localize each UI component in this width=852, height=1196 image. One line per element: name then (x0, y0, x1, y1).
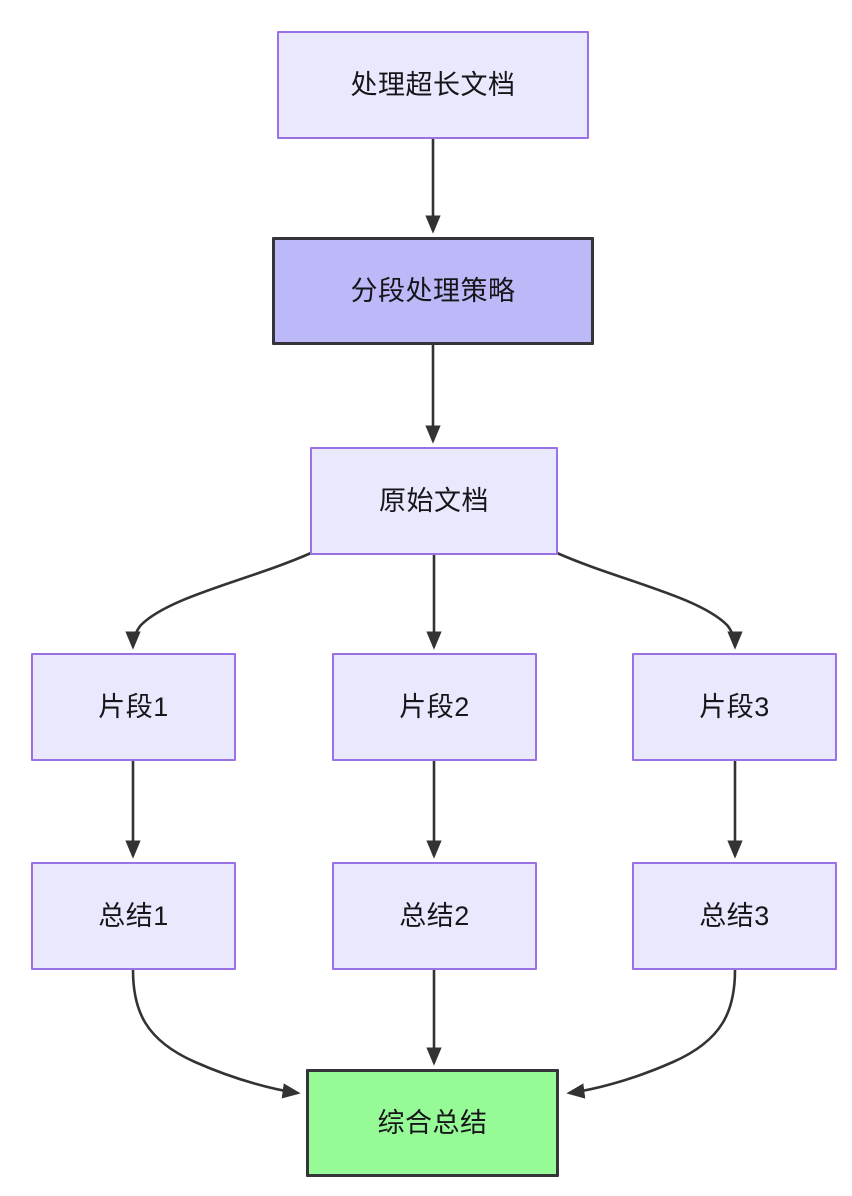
node-chunking-strategy[interactable]: 分段处理策略 (272, 237, 594, 345)
node-summary-1[interactable]: 总结1 (31, 862, 236, 970)
edge-n3-n6 (556, 551, 743, 650)
node-label: 处理超长文档 (350, 69, 516, 100)
node-original-document[interactable]: 原始文档 (310, 447, 558, 555)
node-fragment-2[interactable]: 片段2 (332, 653, 537, 761)
node-label: 片段3 (699, 691, 770, 722)
edge-n9-n10 (566, 969, 737, 1099)
node-label: 总结1 (98, 900, 169, 931)
node-label: 综合总结 (377, 1107, 488, 1138)
edge-n7-n10 (131, 969, 301, 1099)
node-label: 总结2 (399, 900, 470, 931)
node-label: 总结3 (699, 900, 770, 931)
node-label: 分段处理策略 (350, 275, 516, 306)
node-label: 片段2 (399, 691, 470, 722)
node-process-long-document[interactable]: 处理超长文档 (277, 31, 589, 139)
edge-n3-n4 (125, 551, 312, 650)
node-fragment-1[interactable]: 片段1 (31, 653, 236, 761)
node-label: 片段1 (98, 691, 169, 722)
node-comprehensive-summary[interactable]: 综合总结 (306, 1069, 559, 1177)
node-fragment-3[interactable]: 片段3 (632, 653, 837, 761)
node-summary-2[interactable]: 总结2 (332, 862, 537, 970)
node-summary-3[interactable]: 总结3 (632, 862, 837, 970)
node-label: 原始文档 (379, 485, 489, 516)
